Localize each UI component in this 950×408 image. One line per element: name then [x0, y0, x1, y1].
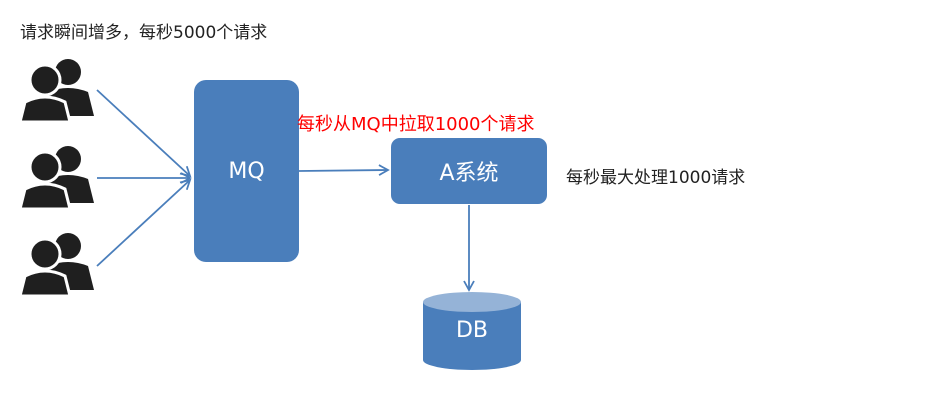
capacity-caption: 每秒最大处理1000请求 — [566, 168, 746, 188]
mq-label: MQ — [228, 158, 265, 184]
db-label: DB — [455, 318, 489, 343]
pull-rate-caption: 每秒从MQ中拉取1000个请求 — [297, 114, 535, 135]
arrow-user1-to-mq — [96, 89, 192, 178]
mq-node: MQ — [194, 80, 299, 262]
top-caption: 请求瞬间增多，每秒5000个请求 — [20, 23, 268, 43]
users-icon — [18, 231, 96, 298]
users-icon — [18, 144, 96, 211]
a-system-node: A系统 — [391, 138, 547, 204]
arrow-mq-to-a-system — [298, 164, 390, 176]
arrow-user3-to-mq — [96, 178, 192, 267]
a-system-label: A系统 — [439, 161, 499, 186]
db-cylinder — [423, 292, 521, 370]
users-icon — [18, 57, 96, 124]
